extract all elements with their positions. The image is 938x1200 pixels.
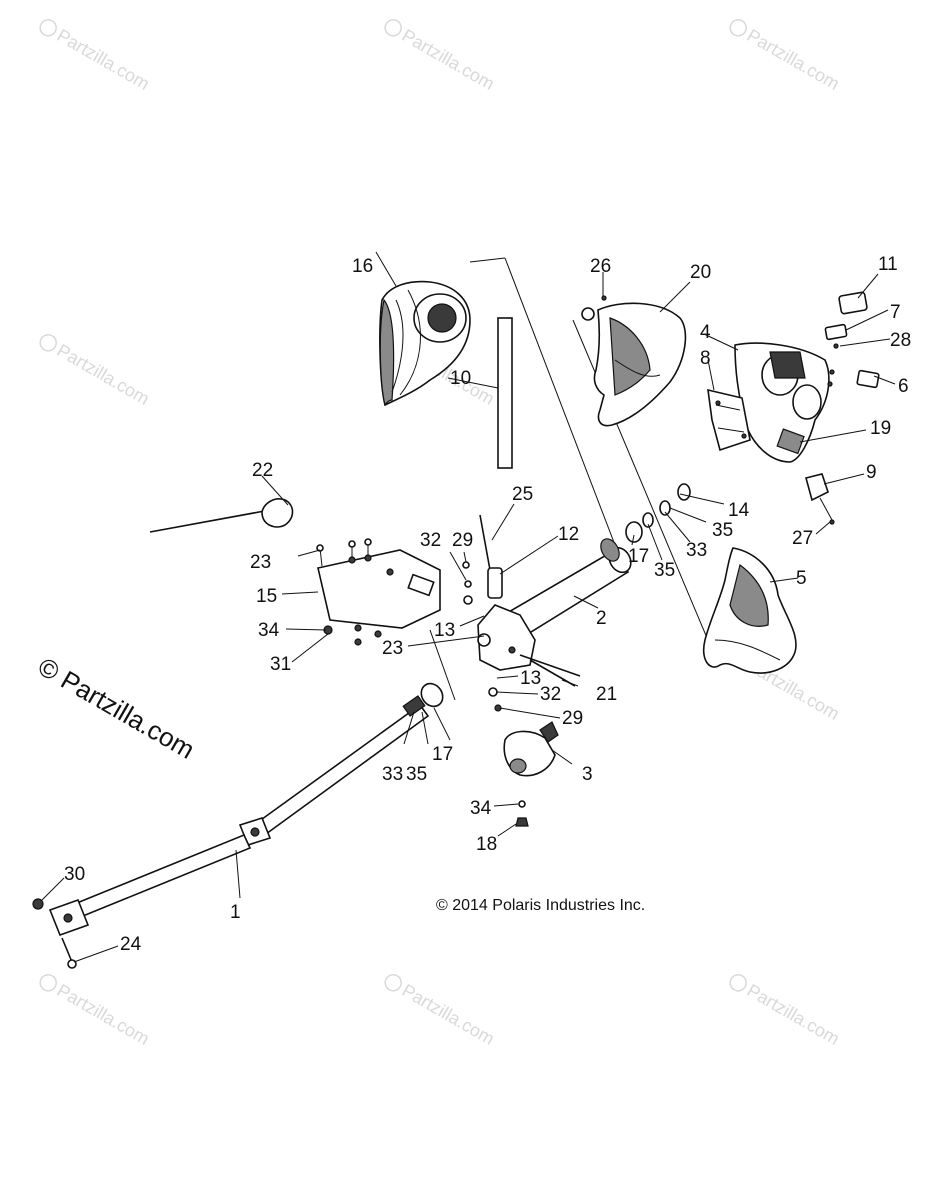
part-28-screw xyxy=(833,343,839,349)
callout-8: 8 xyxy=(700,348,711,369)
callout-5: 5 xyxy=(796,568,807,589)
callout-16: 16 xyxy=(352,256,373,277)
watermark-text: Partzilla.com xyxy=(54,980,153,1049)
watermark: Partzilla.com xyxy=(729,974,843,1049)
watermark-dark-text: © Partzilla.com xyxy=(33,651,200,765)
callout-24: 24 xyxy=(120,934,142,955)
callout-35-right: 35 xyxy=(712,520,733,541)
watermark-text: Partzilla.com xyxy=(399,25,498,94)
callout-labels: 1 2 3 4 5 6 7 8 9 10 11 12 13 13 14 15 1… xyxy=(64,254,911,955)
part-3-lower-bracket xyxy=(488,687,559,827)
callout-23-lower: 23 xyxy=(382,638,403,659)
watermark-text: Partzilla.com xyxy=(744,25,843,94)
watermark-text: Partzilla.com xyxy=(54,340,153,409)
watermark: Partzilla.com xyxy=(39,334,153,409)
callout-7: 7 xyxy=(890,302,901,323)
watermark: Partzilla.com xyxy=(39,19,153,94)
callout-34-upper: 34 xyxy=(258,620,280,641)
callout-30: 30 xyxy=(64,864,85,885)
callout-33-upper: 33 xyxy=(686,540,707,561)
watermark-text: Partzilla.com xyxy=(744,980,843,1049)
watermark-text: Partzilla.com xyxy=(399,980,498,1049)
part-11-switch xyxy=(838,291,868,315)
part-16-upper-cover xyxy=(379,280,471,407)
watermark: Partzilla.com xyxy=(384,19,498,94)
watermark: Partzilla.com xyxy=(39,974,153,1049)
callout-19: 19 xyxy=(870,418,891,439)
callout-35-mid: 35 xyxy=(654,560,675,581)
part-5-lower-shroud xyxy=(702,547,797,674)
watermark-text: Partzilla.com xyxy=(54,25,153,94)
callout-32-lower: 32 xyxy=(540,684,561,705)
callout-28: 28 xyxy=(890,330,911,351)
part-19-gauge-housing xyxy=(734,342,830,463)
callout-17-upper: 17 xyxy=(628,546,649,567)
callout-35-lower: 35 xyxy=(406,764,427,785)
callout-25: 25 xyxy=(512,484,533,505)
callout-14: 14 xyxy=(728,500,750,521)
copyright-text: © 2014 Polaris Industries Inc. xyxy=(436,897,645,914)
callout-26: 26 xyxy=(590,256,611,277)
part-10-strip xyxy=(497,317,513,469)
callout-15: 15 xyxy=(256,586,277,607)
callout-10: 10 xyxy=(450,368,471,389)
callout-31: 31 xyxy=(270,654,291,675)
callout-33-lower: 33 xyxy=(382,764,403,785)
part-27-clip xyxy=(829,519,835,525)
callout-18: 18 xyxy=(476,834,497,855)
callout-27: 27 xyxy=(792,528,813,549)
callout-32-upper: 32 xyxy=(420,530,441,551)
part-22-wire-tie xyxy=(149,498,294,533)
callout-12: 12 xyxy=(558,524,579,545)
callout-21: 21 xyxy=(596,684,617,705)
part-25-bolt xyxy=(462,514,503,605)
callout-29-lower: 29 xyxy=(562,708,583,729)
part-15-bracket xyxy=(316,538,441,646)
watermark: Partzilla.com xyxy=(384,974,498,1049)
callout-9: 9 xyxy=(866,462,877,483)
callout-13-lower: 13 xyxy=(520,668,541,689)
callout-20: 20 xyxy=(690,262,711,283)
watermark-dark: © Partzilla.com xyxy=(33,651,200,765)
part-6-switch xyxy=(856,369,880,389)
callout-29-upper: 29 xyxy=(452,530,473,551)
callout-11: 11 xyxy=(878,254,898,275)
part-7-switch xyxy=(824,323,848,341)
part-9-switch xyxy=(805,473,829,502)
callout-4: 4 xyxy=(700,322,711,343)
watermark: Partzilla.com xyxy=(729,19,843,94)
switches-group xyxy=(805,291,880,525)
callout-23-upper: 23 xyxy=(250,552,271,573)
callout-34-lower: 34 xyxy=(470,798,492,819)
part-mount-bracket xyxy=(477,604,581,687)
callout-2: 2 xyxy=(596,608,607,629)
part-1-intermediate-shaft xyxy=(32,682,444,969)
part-20-housing xyxy=(581,295,687,427)
callout-22: 22 xyxy=(252,460,273,481)
callout-6: 6 xyxy=(898,376,909,397)
callout-17-lower: 17 xyxy=(432,744,453,765)
callout-13-upper: 13 xyxy=(434,620,455,641)
callout-3: 3 xyxy=(582,764,593,785)
callout-1: 1 xyxy=(230,902,241,923)
callout-leaders xyxy=(41,251,896,963)
part-8-cover-plate xyxy=(707,388,751,452)
